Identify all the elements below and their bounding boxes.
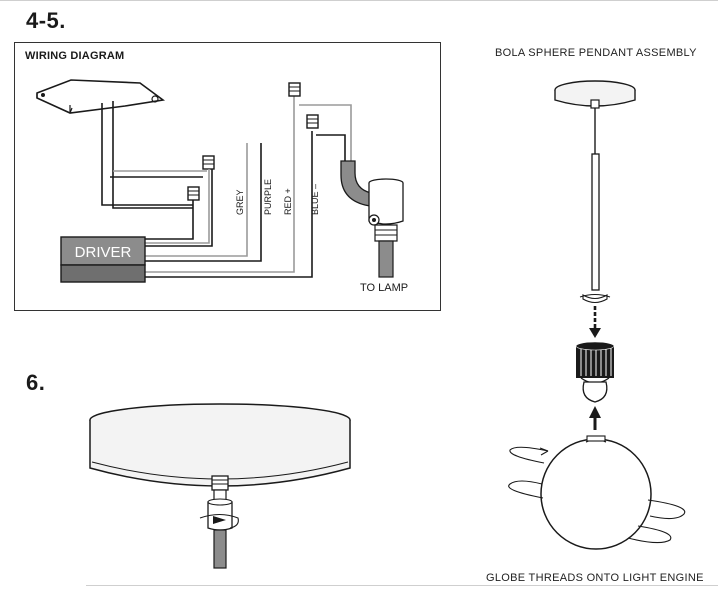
lamp-cord xyxy=(378,240,394,278)
driver-label: DRIVER xyxy=(75,244,132,261)
canopy-install-illustration xyxy=(89,403,351,569)
light-engine xyxy=(575,341,615,403)
threaded-fitting xyxy=(211,475,229,503)
down-arrow-icon xyxy=(589,306,601,338)
wiring-diagram-illustration: DRIVER GREY PURPLE RED + BLUE – xyxy=(36,79,408,294)
tighten-arrow-icon xyxy=(199,513,239,529)
wire-label-grey: GREY xyxy=(235,189,245,215)
mounting-bracket xyxy=(36,79,166,114)
pendant-assembly-title: BOLA SPHERE PENDANT ASSEMBLY xyxy=(495,47,697,59)
rotate-arrow-icon xyxy=(579,294,611,298)
bracket-wires xyxy=(101,101,207,209)
top-divider xyxy=(0,0,718,1)
ceiling-canopy xyxy=(89,403,351,487)
wire-nut-upper xyxy=(202,155,215,170)
pendant-stem xyxy=(582,153,608,304)
driver-input-wires xyxy=(145,169,213,247)
wire-nut-blue xyxy=(306,114,319,129)
wiring-diagram-title: WIRING DIAGRAM xyxy=(25,50,125,62)
driver-output-wires xyxy=(145,95,313,278)
up-arrow-icon xyxy=(589,406,601,430)
pendant-cord xyxy=(213,529,227,569)
glass-globe xyxy=(540,435,652,550)
pendant-canopy xyxy=(554,80,636,109)
wire-nut-lower xyxy=(187,186,200,201)
lamp-wires xyxy=(299,104,352,161)
globe-threads-caption: GLOBE THREADS ONTO LIGHT ENGINE xyxy=(486,572,704,584)
lamp-socket xyxy=(368,178,404,242)
step-number-6: 6. xyxy=(26,370,46,395)
wire-label-purple: PURPLE xyxy=(263,179,273,215)
driver-box: DRIVER xyxy=(60,236,146,283)
wire-label-red: RED + xyxy=(283,188,293,215)
to-lamp-label: TO LAMP xyxy=(360,282,408,294)
globe-rotation-arrows xyxy=(508,446,686,544)
step-number-4-5: 4-5. xyxy=(26,8,66,33)
wiring-diagram-panel: WIRING DIAGRAM xyxy=(14,42,441,311)
bottom-divider xyxy=(86,585,718,586)
pendant-assembly-illustration xyxy=(508,80,686,550)
wire-label-blue: BLUE – xyxy=(310,184,320,215)
wire-nut-red xyxy=(288,82,301,97)
